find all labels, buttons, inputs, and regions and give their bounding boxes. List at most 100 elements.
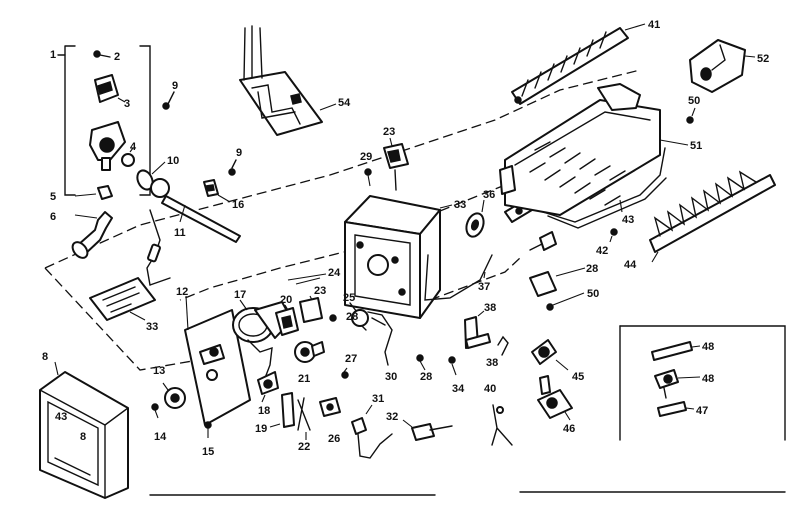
part-21-cam <box>294 341 325 363</box>
part-27-clip <box>341 367 349 379</box>
part-9-screw-upper <box>162 91 175 110</box>
part-28-screw-lower <box>416 354 426 371</box>
part-23-switch-lower <box>299 295 323 323</box>
callout-16-upper: 16 <box>232 199 244 211</box>
callout-37: 37 <box>478 281 490 293</box>
callout-11: 11 <box>174 227 186 239</box>
part-25-spring <box>349 302 369 331</box>
part-44-ejector-blade <box>649 170 776 263</box>
callout-42: 42 <box>596 245 608 257</box>
part-4-water-valve <box>89 121 135 171</box>
part-48-fitting-lower <box>654 369 701 399</box>
part-19-pin <box>269 392 295 428</box>
part-51-ice-mold <box>499 83 689 216</box>
callout-28-center: 28 <box>346 311 358 323</box>
callout-labels: 1 2 3 9 4 10 5 6 11 9 16 54 23 29 33 36 … <box>42 19 769 458</box>
part-52-front-bearing <box>689 39 756 93</box>
part-1-bracket-box <box>57 45 151 196</box>
part-12-mounting-plate <box>184 295 251 426</box>
callout-4: 4 <box>130 141 137 153</box>
callout-15: 15 <box>202 446 214 458</box>
callout-30: 30 <box>385 371 397 383</box>
callout-21: 21 <box>298 373 310 385</box>
callout-10: 10 <box>167 155 179 167</box>
callout-13: 13 <box>153 365 165 377</box>
part-33-control-housing <box>344 195 453 319</box>
part-11-fill-tube <box>150 178 241 243</box>
callout-34: 34 <box>452 383 465 395</box>
callout-33-housing: 33 <box>454 199 466 211</box>
part-10-grommet <box>136 161 166 191</box>
part-2-screw <box>93 50 111 58</box>
callout-24: 24 <box>328 267 341 279</box>
part-48-fitting-upper <box>651 341 701 361</box>
callout-41: 41 <box>648 19 660 31</box>
part-30-wiring <box>367 311 393 366</box>
callout-33-card: 33 <box>146 321 158 333</box>
callout-38-upper: 38 <box>484 302 496 314</box>
callout-26: 26 <box>328 433 340 445</box>
callout-48-upper: 48 <box>702 341 714 353</box>
callout-36: 36 <box>483 189 495 201</box>
callout-17: 17 <box>234 289 246 301</box>
part-16-clip-lower <box>257 371 279 403</box>
part-50-screw-lower <box>546 292 585 311</box>
wire-harness <box>146 209 171 286</box>
callout-52: 52 <box>757 53 769 65</box>
callout-43: 43 <box>622 214 634 226</box>
callout-45: 45 <box>572 371 584 383</box>
part-38-arm-bracket <box>464 310 491 349</box>
callout-51: 51 <box>690 140 702 152</box>
callout-50-upper: 50 <box>688 95 700 107</box>
callout-28-lower: 28 <box>420 371 432 383</box>
part-29-screw <box>364 168 372 187</box>
callout-44: 44 <box>624 259 637 271</box>
callout-32: 32 <box>386 411 398 423</box>
callout-9: 9 <box>172 80 178 92</box>
part-28-mount-bracket <box>529 267 586 297</box>
callout-47: 47 <box>696 405 708 417</box>
part-22-lever <box>297 397 311 440</box>
callout-12: 12 <box>176 286 188 298</box>
part-6-inlet-tube <box>71 211 113 259</box>
part-24-leads <box>287 273 327 285</box>
callout-14: 14 <box>154 431 167 443</box>
callout-31: 31 <box>372 393 384 405</box>
part-16-clip <box>203 179 231 203</box>
callout-18: 18 <box>258 405 270 417</box>
callout-23-upper: 23 <box>383 126 395 138</box>
part-50-screw-upper <box>686 107 696 124</box>
callout-2: 2 <box>114 51 120 63</box>
callout-23-lower: 23 <box>314 285 326 297</box>
callout-20: 20 <box>280 294 292 306</box>
part-20-switch <box>275 304 299 336</box>
callout-19: 19 <box>255 423 267 435</box>
callout-1: 1 <box>50 49 56 61</box>
part-32-harness-plug <box>402 419 453 441</box>
part-14-screw <box>151 403 159 419</box>
callout-8: 8 <box>42 351 48 363</box>
part-54-heater-panel <box>239 25 337 136</box>
callout-28-right: 28 <box>586 263 598 275</box>
part-38-spring-wire <box>497 335 509 356</box>
part-5-fitting <box>74 185 113 200</box>
part-41-stripper <box>511 23 646 105</box>
part-8-front-cover: 43 8 <box>39 361 129 499</box>
part-46-inlet-valve <box>537 375 573 421</box>
callout-29: 29 <box>360 151 372 163</box>
callout-27: 27 <box>345 353 357 365</box>
part-3-solenoid-coil <box>94 74 126 103</box>
callout-40: 40 <box>484 383 496 395</box>
part-36-drive-gear <box>465 199 485 238</box>
part-23-switch-upper <box>383 137 409 191</box>
part-28-screw-center <box>329 314 337 322</box>
svg-text:8: 8 <box>80 431 86 443</box>
replacement-kit-box <box>619 325 786 441</box>
assembly-outline <box>44 69 641 371</box>
callout-3: 3 <box>124 98 130 110</box>
callout-46: 46 <box>563 423 575 435</box>
part-42-thermostat-clip <box>609 228 618 243</box>
part-13-timing-gear <box>162 382 186 409</box>
callout-50-lower: 50 <box>587 288 599 300</box>
